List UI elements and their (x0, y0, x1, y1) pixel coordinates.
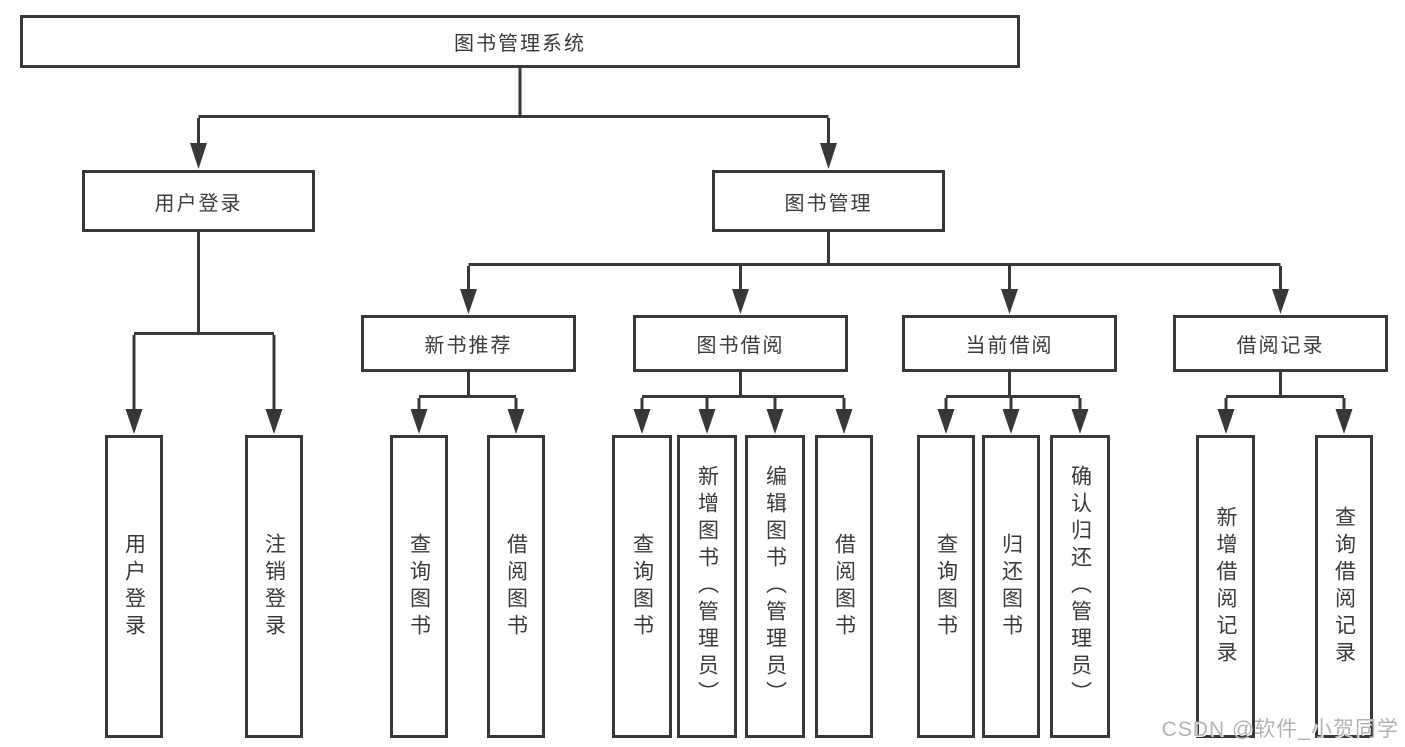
node-label: 图书管理系统 (454, 33, 586, 55)
leaf-query-borrow-record: 查询借阅记录 (1315, 435, 1373, 738)
node-label: 用户登录 (122, 532, 146, 641)
node-new-book-recommend: 新书推荐 (361, 315, 576, 372)
node-label: 新增图书（管理员） (695, 465, 719, 708)
node-label: 注销登录 (262, 532, 286, 641)
node-label: 用户登录 (154, 192, 243, 215)
node-book-management-group: 图书管理 (712, 170, 945, 232)
leaf-user-login: 用户登录 (105, 435, 163, 738)
node-library-management-system: 图书管理系统 (20, 15, 1020, 68)
node-label: 新增借阅记录 (1214, 505, 1237, 668)
node-label: 编辑图书（管理员） (763, 465, 787, 708)
node-label: 图书管理 (784, 192, 873, 215)
node-label: 归还图书 (999, 532, 1023, 641)
node-label: 查询图书 (407, 532, 431, 641)
leaf-query-books-recommend: 查询图书 (390, 435, 448, 738)
node-label: 借阅图书 (504, 532, 528, 641)
node-label: 确认归还（管理员） (1068, 465, 1092, 708)
node-label: 查询图书 (630, 532, 654, 641)
node-book-borrow: 图书借阅 (633, 315, 848, 372)
node-label: 当前借阅 (965, 335, 1054, 357)
leaf-borrow-books: 借阅图书 (815, 435, 873, 738)
node-label: 查询借阅记录 (1332, 505, 1356, 668)
leaf-edit-books-admin: 编辑图书（管理员） (745, 435, 805, 738)
leaf-query-books-borrow: 查询图书 (612, 435, 672, 738)
node-borrow-record: 借阅记录 (1173, 315, 1388, 372)
leaf-query-books-current: 查询图书 (917, 435, 975, 738)
node-label: 借阅图书 (832, 532, 856, 641)
leaf-confirm-return-admin: 确认归还（管理员） (1050, 435, 1110, 738)
node-label: 借阅记录 (1236, 335, 1325, 357)
leaf-logout-login: 注销登录 (245, 435, 303, 738)
leaf-add-borrow-record: 新增借阅记录 (1196, 435, 1255, 738)
node-current-borrow: 当前借阅 (902, 315, 1117, 372)
leaf-add-books-admin: 新增图书（管理员） (677, 435, 737, 738)
csdn-watermark: CSDN @软件_小贺同学 (1161, 718, 1399, 741)
leaf-return-books: 归还图书 (982, 435, 1040, 738)
node-label: 新书推荐 (424, 335, 513, 357)
leaf-borrow-books-recommend: 借阅图书 (487, 435, 545, 738)
node-label: 查询图书 (934, 532, 958, 641)
node-user-login-group: 用户登录 (82, 170, 315, 232)
node-label: 图书借阅 (696, 335, 785, 357)
